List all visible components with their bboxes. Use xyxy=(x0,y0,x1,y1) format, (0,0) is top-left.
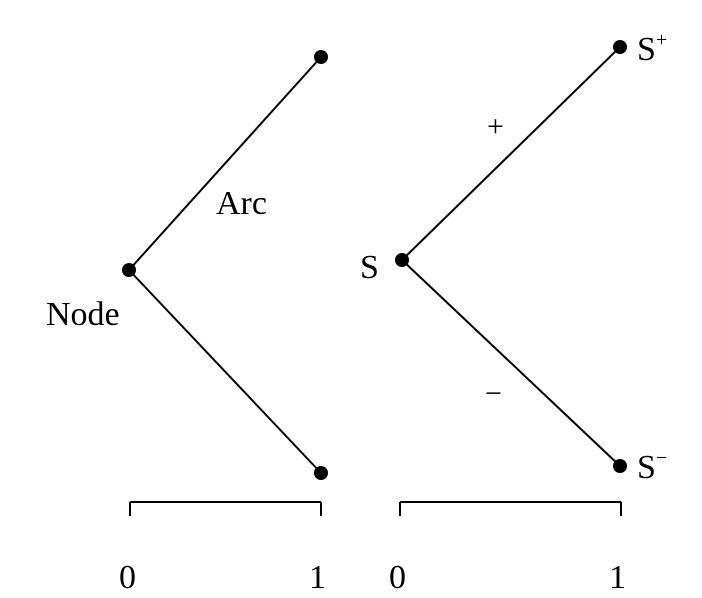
right-upper-arc xyxy=(401,46,621,261)
right-axis-tick-1: 1 xyxy=(609,559,626,596)
left-axis-tick-1: 1 xyxy=(309,559,326,596)
up-move-sign: + xyxy=(487,110,504,143)
left-upper-arc xyxy=(128,56,322,271)
left-lower-node xyxy=(314,466,328,480)
down-move-sign: − xyxy=(485,377,502,410)
left-time-axis xyxy=(129,501,322,516)
down-price-label-base: S xyxy=(637,449,656,486)
down-price-label-sup: − xyxy=(656,447,667,469)
up-price-label: S+ xyxy=(637,29,667,68)
right-lower-node xyxy=(613,459,627,473)
right-root-node xyxy=(395,253,409,267)
left-lower-arc xyxy=(128,269,322,474)
up-price-label-base: S xyxy=(637,31,656,68)
left-axis-tick-0: 0 xyxy=(119,559,136,596)
right-axis-tick-0: 0 xyxy=(389,559,406,596)
left-tree: Node Arc 0 1 xyxy=(46,50,328,596)
node-label: Node xyxy=(46,296,120,333)
arc-label: Arc xyxy=(216,185,267,222)
right-tree: S S+ S− + − 0 1 xyxy=(360,29,667,596)
right-lower-arc xyxy=(401,259,621,467)
right-time-axis xyxy=(399,501,622,516)
up-price-label-sup: + xyxy=(656,29,667,51)
right-upper-node xyxy=(613,40,627,54)
left-root-node xyxy=(122,263,136,277)
down-price-label: S− xyxy=(637,447,667,486)
root-price-label: S xyxy=(360,249,379,286)
left-upper-node xyxy=(314,50,328,64)
